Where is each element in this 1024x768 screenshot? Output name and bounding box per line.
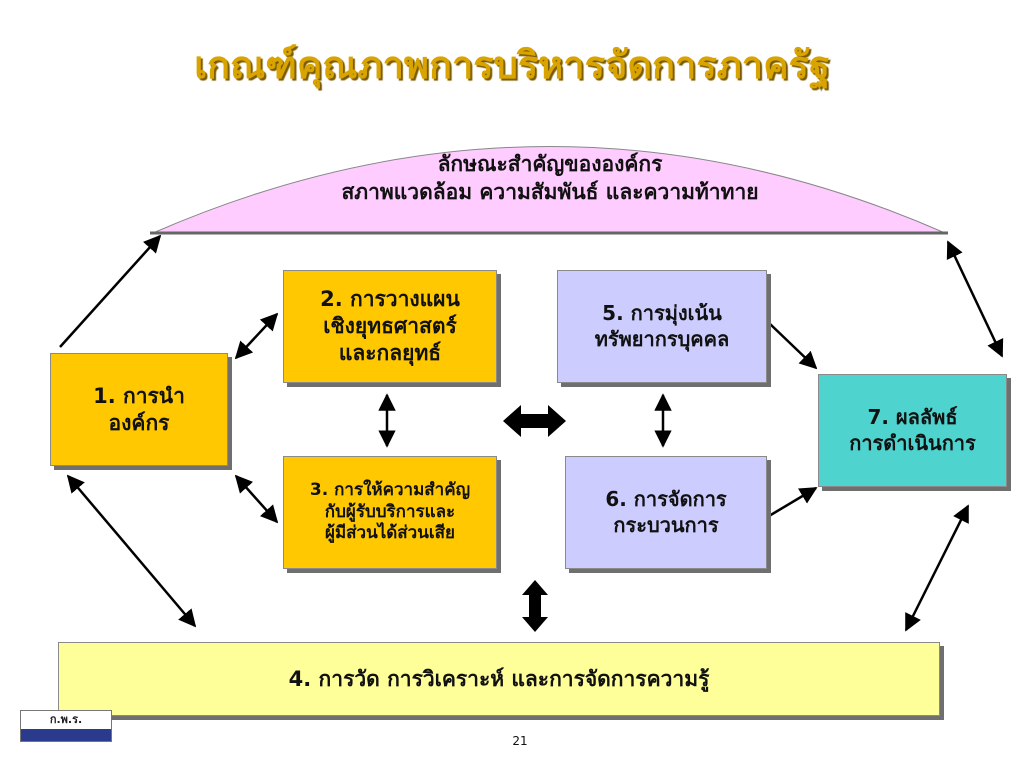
box-workforce-focus-label: 5. การมุ่งเน้น ทรัพยากรบุคคล <box>594 300 730 351</box>
box-strategic-planning: 2. การวางแผน เชิงยุทธศาสตร์ และกลยุทธ์ <box>283 270 497 383</box>
box-process-management-label: 6. การจัดการ กระบวนการ <box>605 486 727 537</box>
opdc-logo: ก.พ.ร. <box>20 710 112 742</box>
arrow-leadership-strategy <box>234 312 279 360</box>
organizational-profile: ลักษณะสำคัญขององค์กร สภาพแวดล้อม ความสัม… <box>150 150 950 207</box>
fat-arrow-vertical <box>522 580 548 632</box>
box-workforce-focus: 5. การมุ่งเน้น ทรัพยากรบุคคล <box>557 270 767 383</box>
arrow-workforce-results <box>768 322 818 370</box>
box-results-label: 7. ผลลัพธ์ การดำเนินการ <box>849 404 976 455</box>
box-customer-focus-label: 3. การให้ความสำคัญ กับผู้รับบริการและ ผู… <box>309 479 471 544</box>
profile-arc <box>152 146 946 234</box>
arrow-profile-results <box>946 240 1004 358</box>
page-title: เกณฑ์คุณภาพการบริหารจัดการภาครัฐ <box>194 42 830 87</box>
box-strategic-planning-label: 2. การวางแผน เชิงยุทธศาสตร์ และกลยุทธ์ <box>320 287 460 365</box>
profile-line-2: สภาพแวดล้อม ความสัมพันธ์ และความท้าทาย <box>341 180 759 205</box>
box-customer-focus: 3. การให้ความสำคัญ กับผู้รับบริการและ ผู… <box>283 456 497 569</box>
arrow-process-results <box>768 486 818 518</box>
arrow-leadership-profile <box>59 234 162 348</box>
arrow-results-measurement <box>904 504 970 632</box>
logo-text: ก.พ.ร. <box>49 713 83 726</box>
arrow-leadership-customer <box>234 474 279 524</box>
box-process-management: 6. การจัดการ กระบวนการ <box>565 456 767 569</box>
box-leadership: 1. การนำ องค์กร <box>50 353 228 466</box>
box-leadership-label: 1. การนำ องค์กร <box>93 383 185 435</box>
page-number: 21 <box>512 734 528 748</box>
logo-band <box>21 729 111 741</box>
box-measurement-analysis-label: 4. การวัด การวิเคราะห์ และการจัดการความร… <box>288 666 710 691</box>
arrow-leadership-measurement <box>66 474 197 628</box>
box-results: 7. ผลลัพธ์ การดำเนินการ <box>818 374 1007 487</box>
box-measurement-analysis: 4. การวัด การวิเคราะห์ และการจัดการความร… <box>58 642 940 716</box>
fat-arrow-horizontal <box>503 405 566 437</box>
profile-line-1: ลักษณะสำคัญขององค์กร <box>437 152 663 176</box>
